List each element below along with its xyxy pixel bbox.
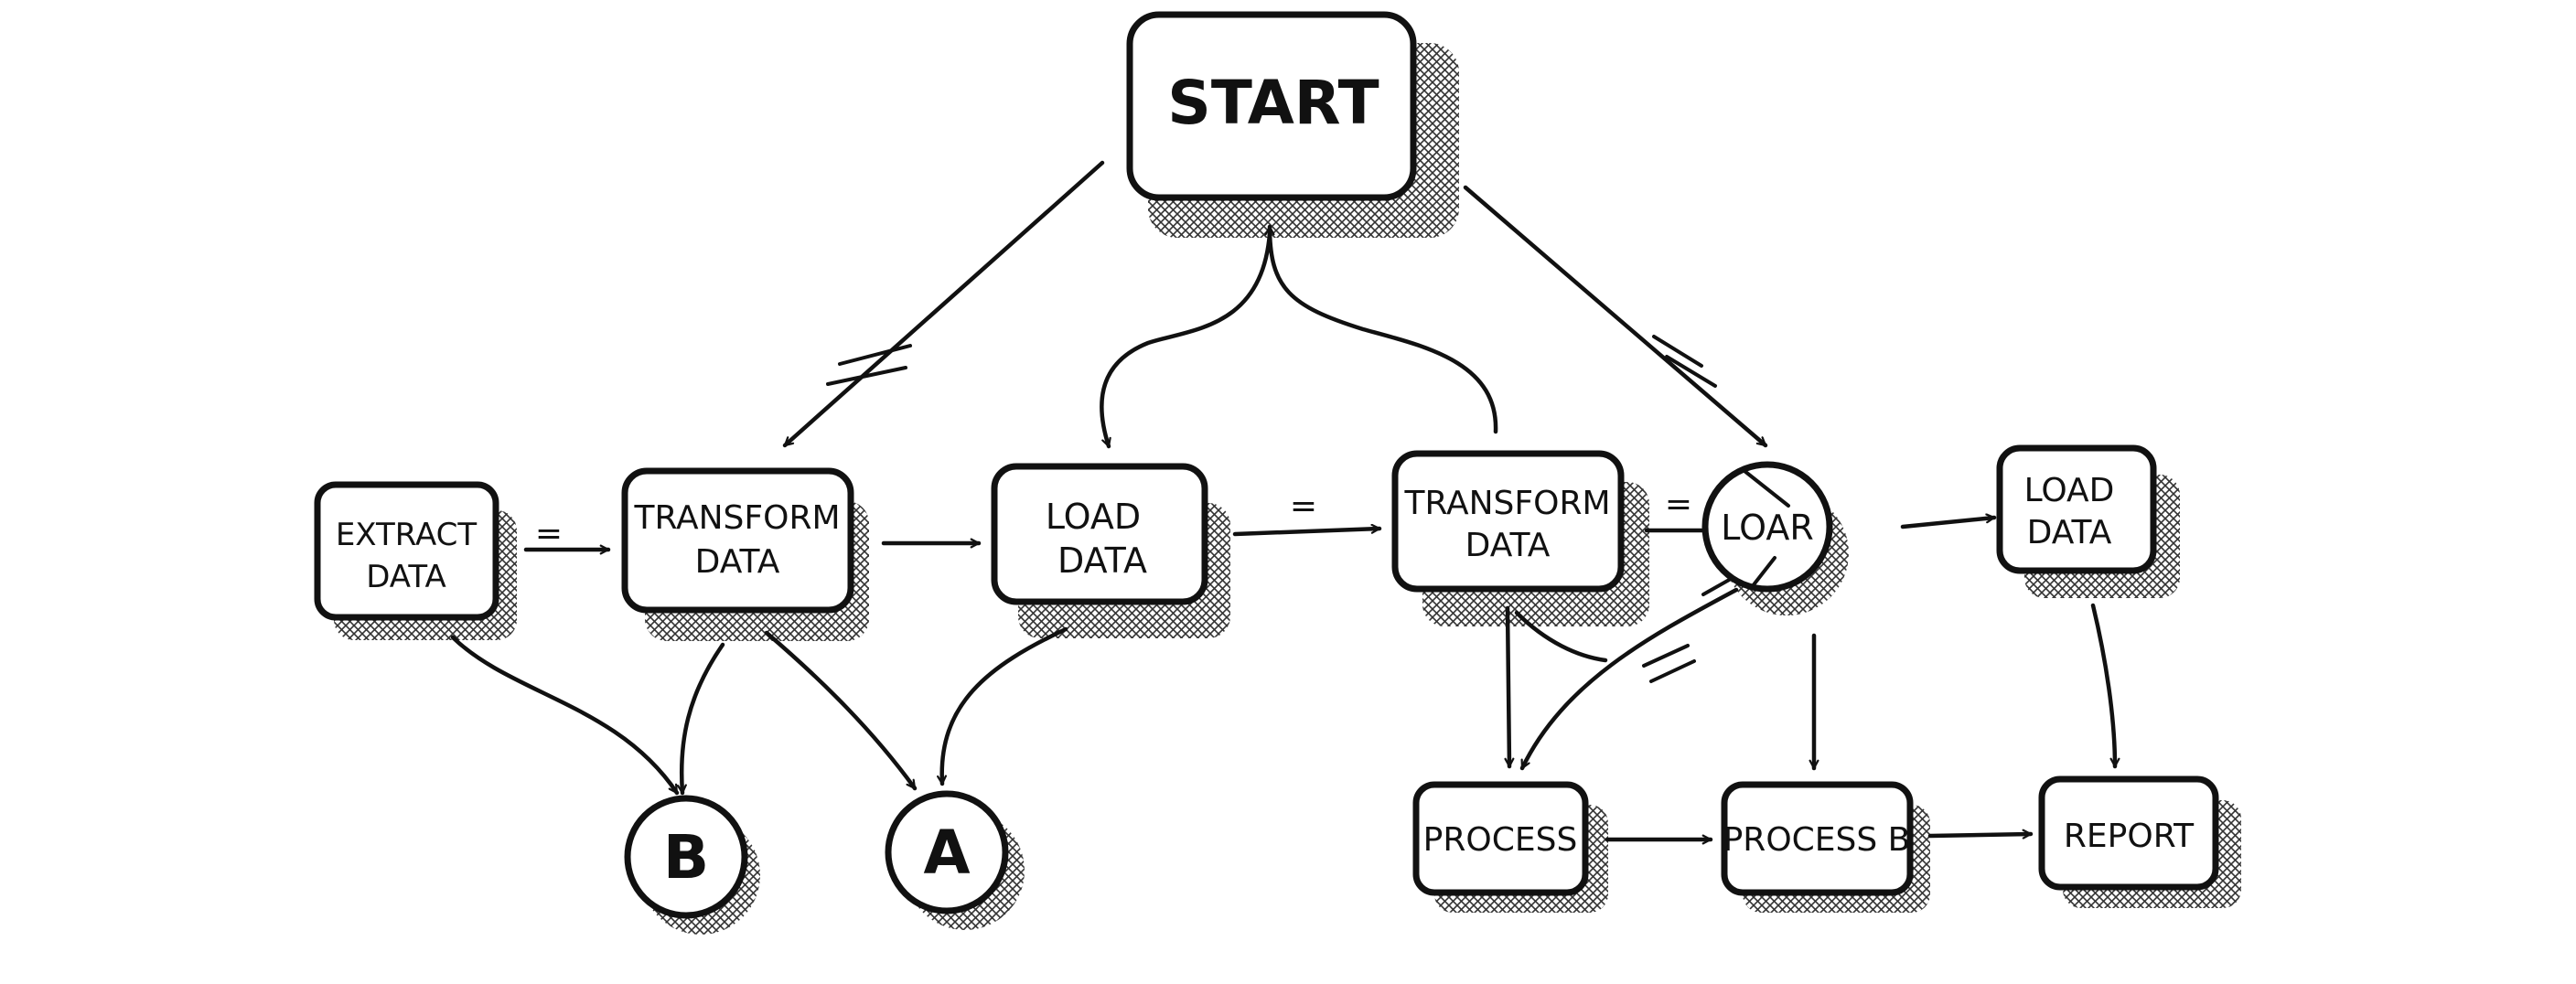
node-load1-line2: DATA xyxy=(1057,540,1147,581)
node-report-label: REPORT xyxy=(2064,818,2195,855)
edge-transform1-to-a xyxy=(764,630,918,791)
node-extract-line2: DATA xyxy=(366,559,446,595)
edge-transform2-to-process xyxy=(1504,605,1515,769)
node-process-b-label: PROCESS B xyxy=(1723,821,1911,859)
node-circle-b[interactable]: B xyxy=(624,795,748,919)
edge-loar-to-process xyxy=(1519,587,1739,771)
node-transform2-line2: DATA xyxy=(1465,527,1551,564)
node-load-data-2[interactable]: LOAD DATA xyxy=(1996,444,2157,574)
node-circle-b-label: B xyxy=(663,822,709,893)
edge-process-b-to-report xyxy=(1927,829,2034,840)
edge-equals-marks: = = = xyxy=(535,486,1692,552)
node-load2-line1: LOAD xyxy=(2024,472,2115,509)
edges xyxy=(450,160,2120,845)
node-transform-data-1[interactable]: TRANSFORM DATA xyxy=(621,467,854,614)
node-circle-a[interactable]: A xyxy=(885,790,1009,914)
node-load1-line1: LOAD xyxy=(1046,497,1141,537)
edge-start-to-load1 xyxy=(1100,230,1272,449)
edge-transform2-to-start xyxy=(1264,224,1498,434)
edge-transform1-to-b xyxy=(676,642,725,796)
edge-start-to-transform1 xyxy=(782,160,1105,448)
edge-load2-to-report xyxy=(2090,603,2120,769)
node-extract-data[interactable]: EXTRACT DATA xyxy=(314,481,499,621)
node-report[interactable]: REPORT xyxy=(2038,775,2219,891)
node-load2-line2: DATA xyxy=(2027,514,2112,551)
edge-transform2-branch xyxy=(1514,610,1608,663)
node-transform-data-2[interactable]: TRANSFORM DATA xyxy=(1391,450,1625,593)
node-start-label: START xyxy=(1167,68,1379,138)
edge-extract-to-b xyxy=(450,635,680,796)
node-circle-a-label: A xyxy=(923,818,970,888)
edge-start-to-loar xyxy=(1463,185,1768,448)
node-start[interactable]: START xyxy=(1126,11,1417,201)
node-transform2-line1: TRANSFORM xyxy=(1403,485,1610,522)
node-loar[interactable]: LOAR xyxy=(1701,461,1833,593)
equals-mark-load1: = xyxy=(1290,487,1317,525)
loar-strike-marks xyxy=(1743,469,1790,589)
node-process[interactable]: PROCESS xyxy=(1412,781,1589,896)
node-load-data-1[interactable]: LOAD DATA xyxy=(991,463,1208,605)
edge-load1-to-a xyxy=(937,626,1068,786)
edge-loar-to-load2 xyxy=(1900,513,1997,529)
node-loar-label: LOAR xyxy=(1721,508,1813,548)
equals-mark-transform2: = xyxy=(1665,486,1692,523)
node-process-label: PROCESS xyxy=(1423,821,1578,859)
node-extract-line1: EXTRACT xyxy=(336,517,478,553)
node-transform1-line1: TRANSFORM xyxy=(633,499,840,537)
node-transform1-line2: DATA xyxy=(695,543,780,581)
equals-mark-extract: = xyxy=(535,515,563,552)
node-process-b[interactable]: PROCESS B xyxy=(1721,781,1914,896)
edge-load1-to-transform2 xyxy=(1232,523,1382,537)
